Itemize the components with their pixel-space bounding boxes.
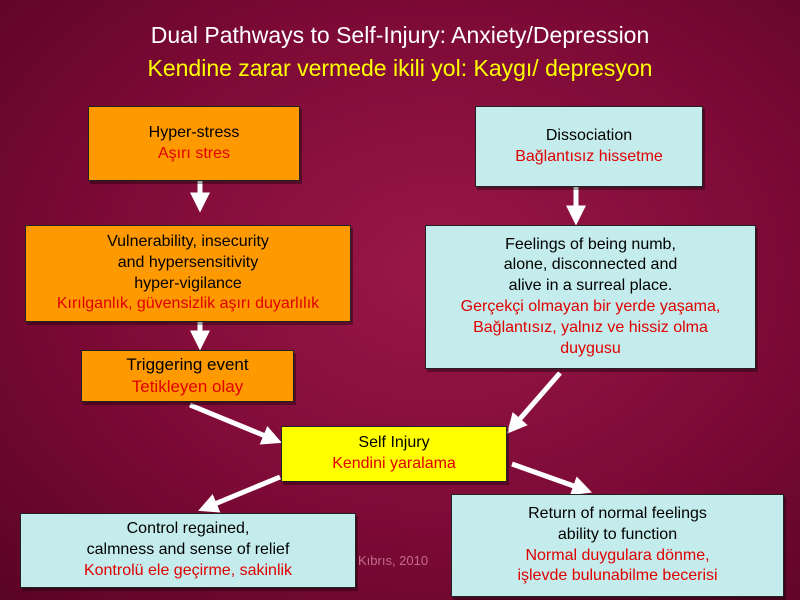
numb-tr-3: duygusu [560,339,621,357]
numb-en-2: alone, disconnected and [503,256,678,274]
box-vulnerability: Vulnerability, insecurity and hypersensi… [25,225,351,322]
return-tr-2: işlevde bulunabilme becerisi [517,567,718,585]
box-return-normal-feelings: Return of normal feelings ability to fun… [451,494,784,597]
vulnerability-tr: Kırılganlık, güvensizlik aşırı duyarlılı… [56,295,320,313]
arrow-trigger-to-self-injury [189,402,282,445]
box-dissociation: Dissociation Bağlantısız hissetme [475,106,703,187]
numb-en-3: alive in a surreal place. [508,277,673,295]
dissociation-en: Dissociation [545,126,633,144]
numb-tr-1: Gerçekçi olmayan bir yerde yaşama, [460,298,721,315]
dissociation-tr: Bağlantısız hissetme [515,147,663,165]
source-credit: Kıbrıs, 2010 [358,553,429,568]
control-tr: Kontrolü ele geçirme, sakinlik [83,561,293,579]
self-injury-tr: Kendini yaralama [332,455,456,472]
arrow-numb-to-self-injury [507,371,562,434]
box-self-injury: Self Injury Kendini yaralama [281,426,507,482]
hyper-stress-en: Hyper-stress [148,123,240,141]
control-en-2: calmness and sense of relief [86,541,290,559]
box-control-regained: Control regained, calmness and sense of … [20,513,356,588]
trigger-en: Triggering event [126,354,249,374]
numb-tr-2: Bağlantısız, yalnız ve hissiz olma [473,318,708,336]
hyper-stress-tr: Aşırı stres [157,144,230,162]
arrow-self-injury-to-return [511,461,593,496]
trigger-tr: Tetikleyen olay [131,377,244,396]
self-injury-en: Self Injury [358,434,430,452]
return-en-1: Return of normal feelings [528,504,707,522]
title-turkish: Kendine zarar vermede ikili yol: Kaygı/ … [147,55,653,81]
return-tr-1: Normal duygulara dönme, [525,546,710,564]
return-en-2: ability to function [557,525,678,543]
vulnerability-en-2: and hypersensitivity [117,253,259,271]
vulnerability-en-3: hyper-vigilance [134,274,242,292]
box-numb-feelings: Feelings of being numb, alone, disconnec… [425,225,756,369]
numb-en-1: Feelings of being numb, [505,235,676,253]
arrow-self-injury-to-control [198,474,281,513]
box-hyper-stress: Hyper-stress Aşırı stres [88,106,300,181]
title-english: Dual Pathways to Self-Injury: Anxiety/De… [150,22,650,48]
vulnerability-en-1: Vulnerability, insecurity [107,232,269,250]
box-triggering-event: Triggering event Tetikleyen olay [81,350,294,402]
control-en-1: Control regained, [126,520,250,538]
